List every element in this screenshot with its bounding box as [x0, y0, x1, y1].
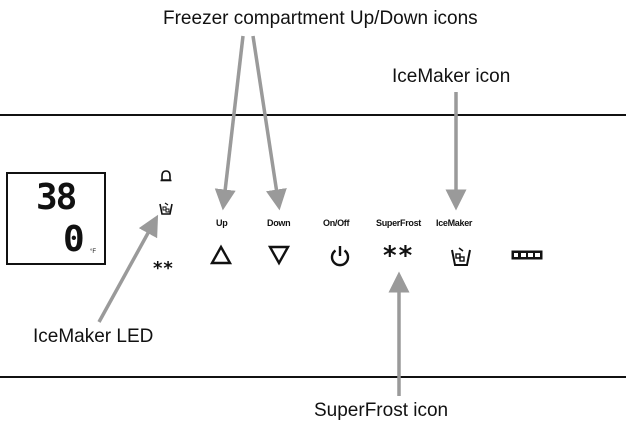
up-label: Up [216, 218, 228, 228]
icemaker-label: IceMaker [436, 218, 473, 228]
battery-indicator-icon [511, 250, 543, 260]
superfrost-icon-callout: SuperFrost icon [314, 400, 449, 421]
down-callout-arrow [251, 35, 287, 211]
panel-top-border [0, 114, 626, 116]
temperature-display: 38 0 °F [6, 172, 106, 265]
superfrost-button[interactable]: ** [383, 241, 415, 271]
display-top-value: 38 [36, 177, 77, 218]
down-label: Down [267, 218, 291, 228]
icemaker-led-callout-arrow [97, 214, 159, 323]
panel-bottom-border [0, 376, 626, 378]
freezer-icons-callout: Freezer compartment Up/Down icons [163, 8, 478, 29]
power-icon[interactable] [329, 245, 351, 267]
superfrost-label: SuperFrost [376, 218, 422, 228]
display-unit: °F [90, 249, 97, 255]
icemaker-led-callout: IceMaker LED [33, 326, 154, 347]
display-bottom-value: 0 [63, 219, 85, 260]
up-triangle-icon[interactable] [209, 244, 233, 265]
down-triangle-icon[interactable] [267, 245, 291, 266]
alarm-bell-icon [160, 170, 172, 182]
onoff-label: On/Off [323, 218, 350, 228]
up-callout-arrow [214, 35, 245, 211]
icemaker-icon-callout: IceMaker icon [392, 66, 511, 87]
icemaker-led-icon [159, 202, 173, 215]
superfrost-indicator-icon: ** [153, 258, 174, 279]
icemaker-icon[interactable] [450, 246, 472, 268]
